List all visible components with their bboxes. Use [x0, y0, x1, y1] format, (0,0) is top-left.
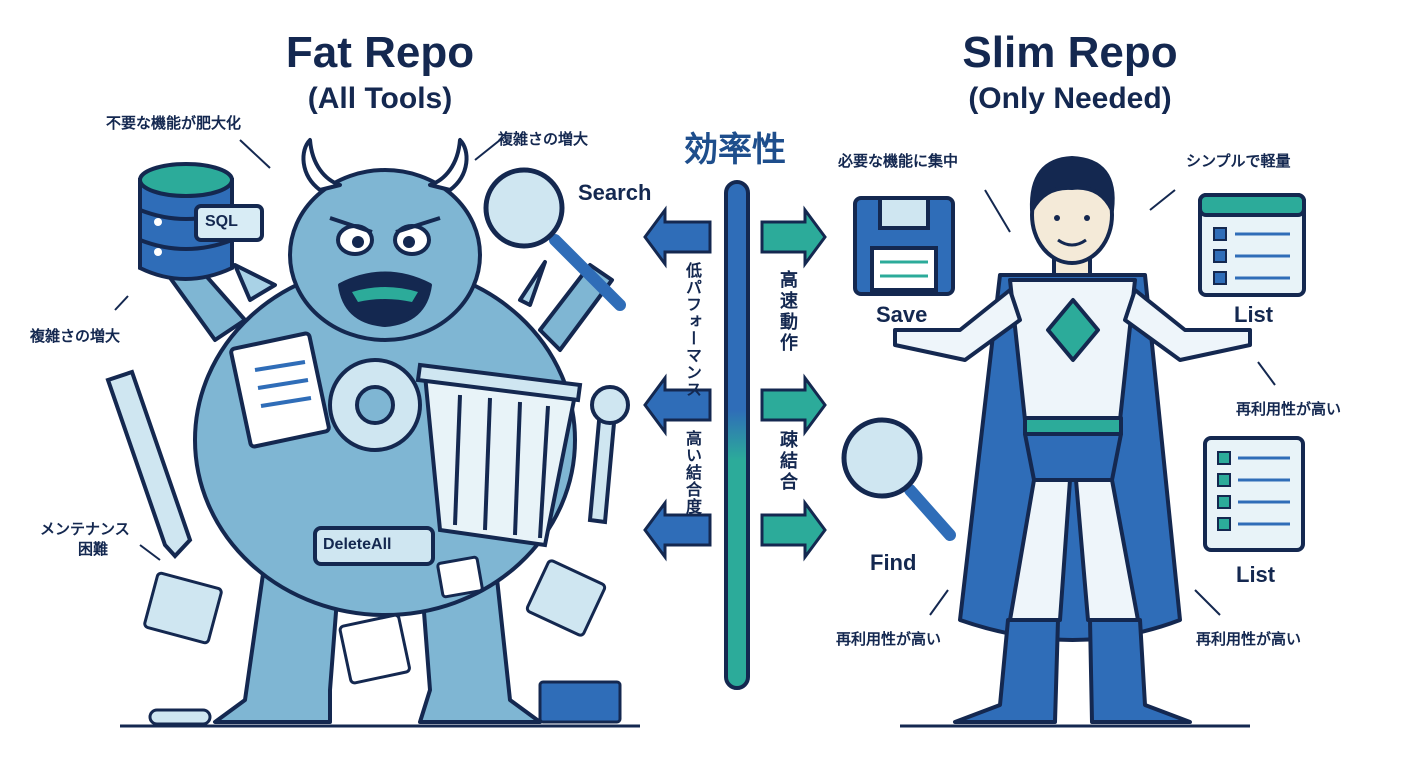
efficiency-bar: [724, 180, 750, 690]
find-magnifier-icon: [841, 417, 956, 541]
note-reuse-bottom-right: 再利用性が高い: [1196, 630, 1302, 648]
wrench-icon: [587, 385, 630, 525]
arrow-left-1: [643, 205, 712, 269]
arrow-left-3: [643, 498, 712, 562]
right-arrows: [760, 205, 827, 562]
note-reuse-right: 再利用性が高い: [1236, 400, 1342, 418]
delete-all-badge: [313, 526, 435, 566]
gear-icon: [328, 358, 422, 452]
center-left-top: 低パフォーマンス: [683, 262, 702, 398]
note-maintenance-line2: 困難: [78, 540, 109, 558]
note-complex-left: 複雑さの増大: [30, 327, 121, 345]
label-save: Save: [876, 302, 928, 327]
note-focus: 必要な機能に集中: [838, 152, 959, 170]
floppy-disk-icon: [853, 196, 955, 296]
search-magnifier-icon: [483, 167, 626, 311]
label-list-bottom: List: [1236, 562, 1276, 587]
label-sql: SQL: [205, 213, 238, 230]
arrow-right-1: [760, 205, 827, 269]
note-maintenance-line1: メンテナンス: [40, 520, 130, 538]
center-right-bottom: 疎結合: [777, 430, 798, 493]
center-left-bottom: 高い結合度: [683, 430, 702, 515]
left-title: Fat Repo: [285, 28, 475, 77]
arrow-left-2: [643, 373, 712, 437]
label-find: Find: [870, 550, 917, 575]
label-list-top: List: [1234, 302, 1274, 327]
document-icon: [229, 331, 331, 449]
note-bloat: 不要な機能が肥大化: [106, 114, 242, 132]
left-leader-lines: [114, 139, 501, 561]
hero-figure: [893, 156, 1252, 724]
center-right-top: 高速動作: [777, 270, 798, 354]
trash-can-icon: [415, 362, 583, 548]
center-title: 効率性: [684, 130, 786, 170]
list-top-icon: [1198, 193, 1306, 297]
left-arrows: [643, 205, 712, 562]
label-delete-all: DeleteAll: [323, 536, 392, 553]
label-search: Search: [578, 180, 652, 205]
database-icon: [138, 162, 264, 281]
note-reuse-bottom-left: 再利用性が高い: [836, 630, 942, 648]
note-simple: シンプルで軽量: [1186, 152, 1291, 170]
right-subtitle: (Only Needed): [968, 82, 1172, 115]
pen-icon: [105, 369, 193, 559]
floating-paper-icons: [143, 555, 622, 726]
arrow-right-3: [760, 498, 827, 562]
right-leader-lines: [929, 189, 1276, 616]
left-subtitle: (All Tools): [307, 82, 453, 115]
list-bottom-icon: [1203, 436, 1305, 552]
arrow-right-2: [760, 373, 827, 437]
right-title: Slim Repo: [962, 28, 1178, 77]
note-complex-top: 複雑さの増大: [498, 130, 589, 148]
